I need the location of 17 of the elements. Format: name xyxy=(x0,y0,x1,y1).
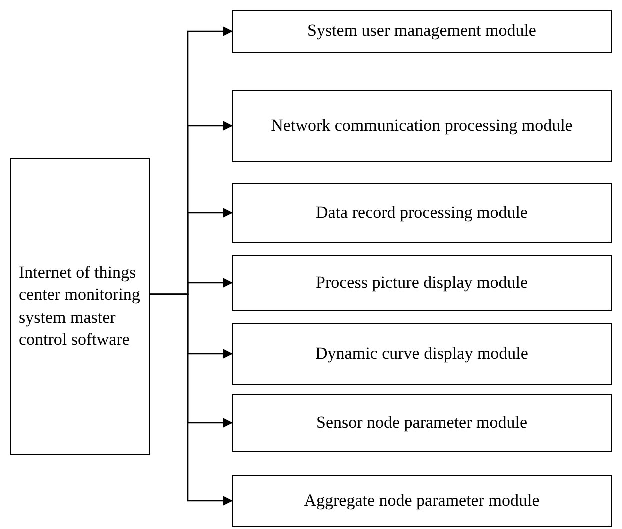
node-text: Aggregate node parameter module xyxy=(304,490,540,512)
module-box xyxy=(232,394,612,452)
software-box xyxy=(10,158,150,455)
arrow xyxy=(150,294,233,506)
module-box xyxy=(232,90,612,162)
module-box xyxy=(232,10,612,53)
module-box xyxy=(232,255,612,311)
node-text: Dynamic curve display module xyxy=(316,342,528,365)
node-text: Internet of things center monitoring system master control software xyxy=(19,262,141,351)
module-box xyxy=(232,323,612,385)
node-text: Sensor node parameter module xyxy=(316,412,528,434)
node-text: Data record processing module xyxy=(316,202,528,224)
module-box xyxy=(232,475,612,527)
node-text: Network communication processing module xyxy=(271,114,573,137)
node-text: System user management module xyxy=(308,20,536,42)
module-box xyxy=(232,183,612,243)
node-text: Process picture display module xyxy=(316,272,528,294)
